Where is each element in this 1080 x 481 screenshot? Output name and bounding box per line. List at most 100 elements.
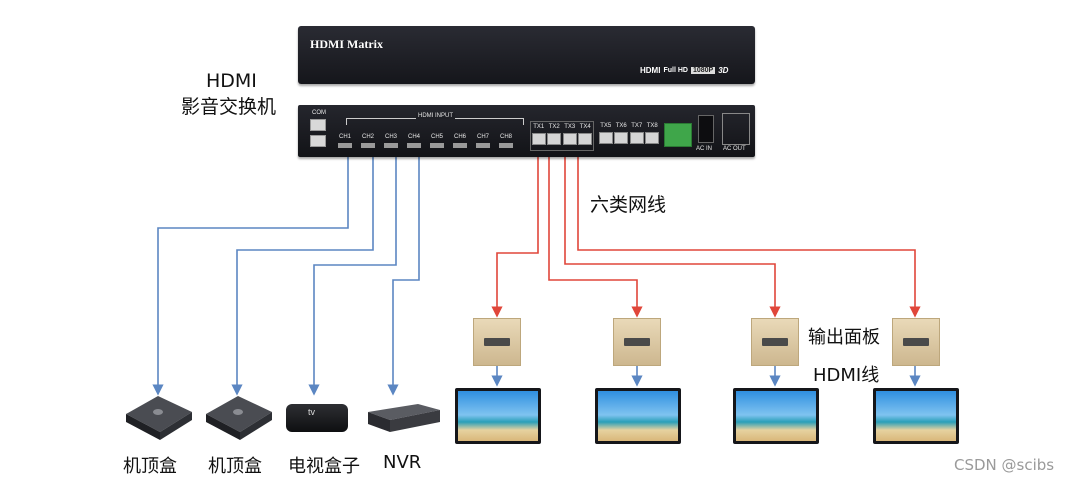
rj45-port[interactable] [547, 133, 561, 145]
input-port[interactable]: CH2 [361, 134, 375, 148]
input-label: CH1 [338, 134, 352, 140]
com-port[interactable] [310, 119, 326, 131]
apple-tv-box-icon: tv [286, 404, 348, 432]
output-line-3 [565, 150, 775, 312]
tx-label: TX3 [564, 124, 575, 130]
rj45-port[interactable] [578, 133, 592, 145]
panel-ports [762, 338, 788, 346]
input-port[interactable]: CH6 [453, 134, 467, 148]
hdmi-port-icon [499, 143, 513, 148]
front-unit-title: HDMI Matrix [310, 37, 383, 52]
device-label-switcher: 影音交换机 [181, 92, 276, 119]
input-label: CH5 [430, 134, 444, 140]
hdmi-port-icon [430, 143, 444, 148]
cable-label: 六类网线 [590, 190, 666, 217]
hdmi-port-icon [338, 143, 352, 148]
tx-label: TX6 [616, 123, 627, 129]
tv-screen [733, 388, 819, 444]
rj45-port[interactable] [630, 132, 644, 144]
tx-label: TX4 [580, 124, 591, 130]
tx-output-group-b: TX5 TX6 TX7 TX8 [598, 121, 660, 149]
hdmi-port-icon [384, 143, 398, 148]
tv-screen [595, 388, 681, 444]
input-port[interactable]: CH1 [338, 134, 352, 148]
resolution-badge: 1080P [691, 67, 715, 74]
input-label: CH8 [499, 134, 513, 140]
output-panel [892, 318, 940, 366]
output-panel [613, 318, 661, 366]
input-port[interactable]: CH3 [384, 134, 398, 148]
input-port[interactable]: CH8 [499, 134, 513, 148]
tv-beach-image [736, 391, 816, 441]
panel-ports [624, 338, 650, 346]
set-top-box-icon [118, 392, 198, 442]
input-label: CH6 [453, 134, 467, 140]
input-line-1 [158, 152, 348, 390]
rj45-port[interactable] [645, 132, 659, 144]
tx-label: TX1 [533, 124, 544, 130]
hdmi-port-icon [453, 143, 467, 148]
set-top-box-icon [198, 392, 278, 442]
hdmi-badge: HDMI [640, 66, 660, 75]
hdmi-input-bracket [346, 118, 524, 125]
input-line-2 [237, 152, 373, 390]
input-label: CH7 [476, 134, 490, 140]
tx-output-group-a: TX1 TX2 TX3 TX4 [530, 121, 594, 151]
tv-beach-image [876, 391, 956, 441]
matrix-front-unit: HDMI Matrix HDMI Full HD 1080P 3D [298, 26, 755, 84]
rj45-port[interactable] [599, 132, 613, 144]
watermark: CSDN @scibs [954, 456, 1054, 474]
hdmi-port-icon [476, 143, 490, 148]
input-line-4 [393, 152, 419, 390]
input-label: CH3 [384, 134, 398, 140]
ac-out-label: AC OUT [723, 146, 746, 152]
input-port[interactable]: CH5 [430, 134, 444, 148]
ac-in-label: AC IN [696, 146, 712, 152]
hdmi-port-icon [361, 143, 375, 148]
source-label: 电视盒子 [288, 452, 360, 478]
device-label-hdmi: HDMI [206, 70, 257, 92]
tv-screen [873, 388, 959, 444]
com-port[interactable] [310, 135, 326, 147]
input-label: CH2 [361, 134, 375, 140]
rj45-port[interactable] [532, 133, 546, 145]
output-line-1 [497, 150, 538, 312]
output-panel [473, 318, 521, 366]
tx-label: TX2 [549, 124, 560, 130]
hdmi-input-ports: CH1 CH2 CH3 CH4 CH5 CH6 CH7 CH8 [338, 134, 528, 148]
fullhd-badge: Full HD [663, 67, 688, 74]
output-panel [751, 318, 799, 366]
tv-beach-image [458, 391, 538, 441]
input-port[interactable]: CH7 [476, 134, 490, 148]
panel-ports [484, 338, 510, 346]
ac-in-socket[interactable] [698, 115, 714, 143]
tx-label: TX8 [647, 123, 658, 129]
input-port[interactable]: CH4 [407, 134, 421, 148]
tv-screen [455, 388, 541, 444]
source-label: 机顶盒 [208, 452, 262, 478]
rj45-port[interactable] [614, 132, 628, 144]
front-unit-badges: HDMI Full HD 1080P 3D [640, 66, 728, 75]
matrix-rear-panel: COM HDMI INPUT CH1 CH2 CH3 CH4 CH5 CH6 C… [298, 105, 755, 157]
tv-beach-image [598, 391, 678, 441]
tx-label: TX7 [631, 123, 642, 129]
source-label: 机顶盒 [123, 452, 177, 478]
panel-ports [903, 338, 929, 346]
hdmi-input-label: HDMI INPUT [416, 113, 455, 119]
output-line-4 [578, 150, 915, 312]
com-label: COM [312, 110, 326, 116]
hdmi-cable-label: HDMI线 [813, 361, 879, 387]
ac-out-socket[interactable] [722, 113, 750, 145]
nvr-icon [364, 400, 444, 440]
output-panel-label: 输出面板 [808, 323, 880, 349]
apple-tv-logo: tv [308, 407, 315, 417]
tx-label: TX5 [600, 123, 611, 129]
input-label: CH4 [407, 134, 421, 140]
output-line-2 [549, 150, 637, 312]
input-line-3 [314, 152, 396, 390]
source-label: NVR [383, 452, 421, 473]
3d-badge: 3D [718, 66, 728, 75]
rj45-port[interactable] [563, 133, 577, 145]
terminal-block[interactable] [664, 123, 692, 147]
hdmi-port-icon [407, 143, 421, 148]
